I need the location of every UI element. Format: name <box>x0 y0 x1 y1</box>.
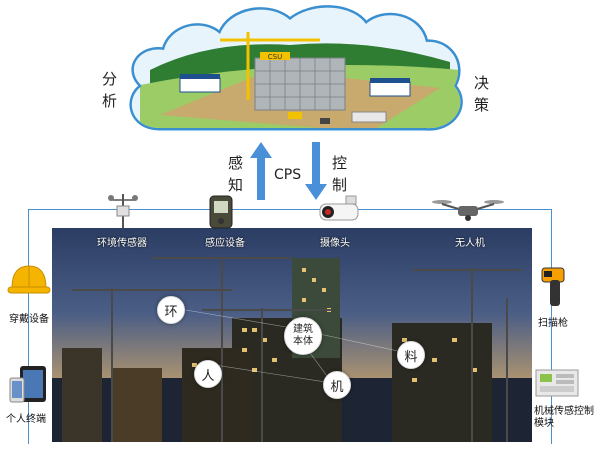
drone-icon <box>432 200 504 221</box>
scanner-icon <box>541 267 565 306</box>
wearable-label: 穿戴设备 <box>9 314 49 325</box>
cps-label: CPS <box>274 167 302 183</box>
environment-sensor-label: 环境传感器 <box>97 238 147 249</box>
environment-sensor-icon <box>108 194 138 228</box>
environment-circle: 环 <box>157 296 185 324</box>
up-arrow <box>250 142 272 200</box>
decision-label: 决策 <box>474 74 490 114</box>
perception-device-label: 感应设备 <box>205 238 245 249</box>
frame-right-line <box>551 209 552 444</box>
drone-label: 无人机 <box>455 238 485 249</box>
scanner-label: 扫描枪 <box>538 318 568 329</box>
construction-city-photo <box>52 228 532 442</box>
camera-icon <box>319 195 359 221</box>
site-sign: CSU <box>268 53 282 61</box>
cloud-diagram: CSU <box>129 5 463 131</box>
perception-device-icon <box>209 195 233 229</box>
control-label: 控制 <box>332 154 348 194</box>
building-body-circle: 建筑本体 <box>284 317 322 355</box>
frame-top-line <box>28 209 552 210</box>
perception-label: 感知 <box>228 154 244 194</box>
terminal-label: 个人终端 <box>6 414 46 425</box>
camera-label: 摄像头 <box>320 238 350 249</box>
down-arrow <box>305 142 327 200</box>
person-circle: 人 <box>194 360 222 388</box>
machine-circle: 机 <box>323 371 351 399</box>
machine-module-icon <box>535 369 579 397</box>
material-circle: 料 <box>397 341 425 369</box>
machine-module-label: 机械传感控制模块 <box>534 406 594 429</box>
analysis-label: 分析 <box>102 70 118 110</box>
terminal-icon <box>9 366 46 403</box>
frame-left-line <box>28 209 29 444</box>
helmet-icon <box>7 265 51 294</box>
